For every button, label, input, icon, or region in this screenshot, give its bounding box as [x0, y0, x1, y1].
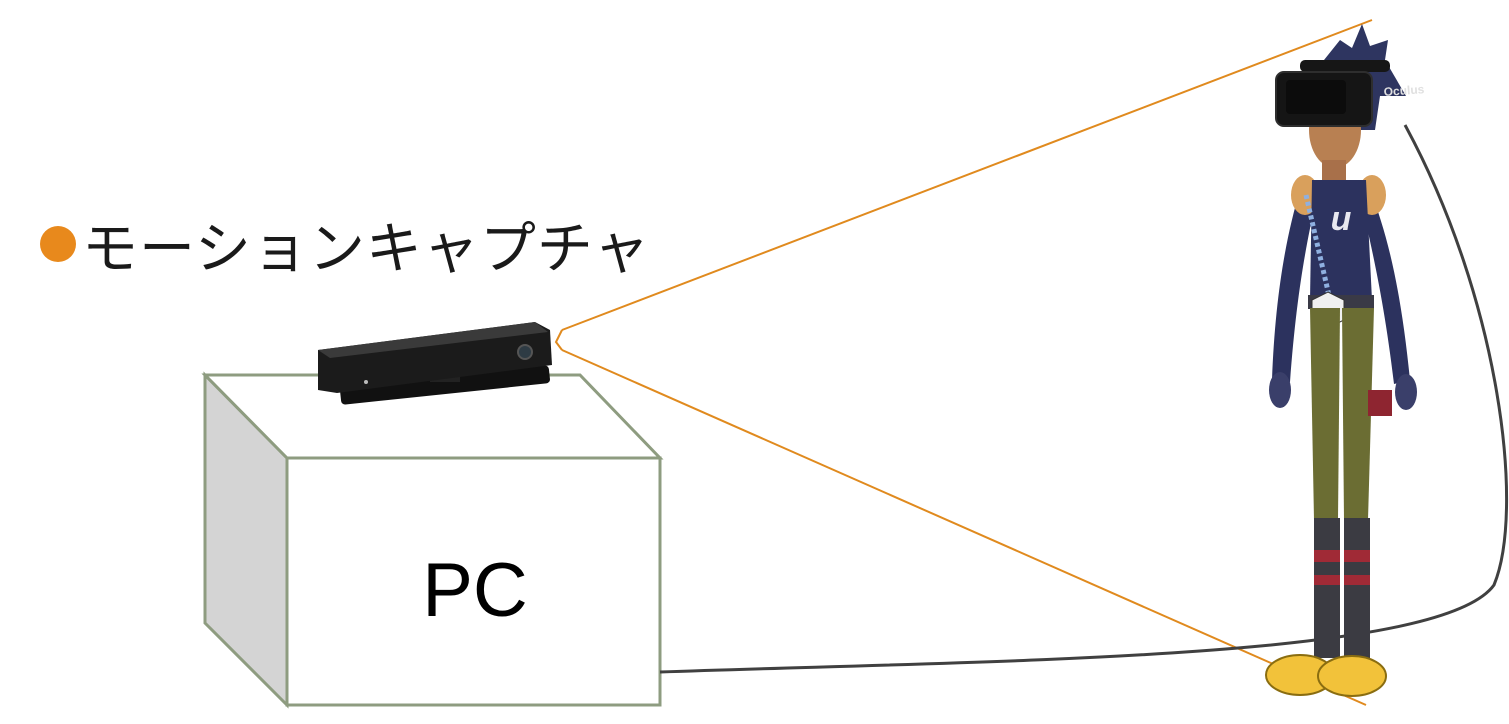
avatar-right-boot-band-2 — [1344, 575, 1370, 585]
heading-text: モーションキャプチャ — [82, 216, 651, 282]
sensor-status-light — [364, 380, 368, 384]
avatar-shirt-logo: u — [1331, 200, 1352, 238]
avatar-right-leg — [1342, 308, 1374, 520]
avatar-left-hand — [1269, 372, 1291, 408]
pc-box: PC — [201, 371, 664, 709]
avatar-right-boot-band — [1344, 550, 1370, 562]
vr-headset-strap — [1300, 60, 1390, 72]
avatar-left-arm — [1272, 190, 1315, 382]
view-line-upper — [561, 19, 1373, 331]
avatar-torso — [1310, 180, 1372, 300]
sensor-lens — [517, 344, 533, 360]
avatar-left-boot — [1314, 518, 1340, 658]
vr-headset-visor — [1286, 80, 1346, 114]
avatar-strap — [1303, 194, 1333, 301]
avatar-left-boot-band — [1314, 550, 1340, 562]
avatar-figure: u Oculus — [1265, 24, 1425, 697]
avatar-thigh-band — [1368, 390, 1392, 416]
sensor-stand-base — [340, 365, 550, 405]
avatar-left-leg — [1310, 308, 1340, 520]
cable — [659, 124, 1509, 674]
sensor-body — [318, 322, 552, 393]
sensor-view-lines — [554, 19, 1373, 706]
avatar-right-hand — [1395, 374, 1417, 410]
pc-label: PC — [422, 548, 528, 633]
avatar-left-boot-band-2 — [1314, 575, 1340, 585]
vr-headset-brand: Oculus — [1383, 82, 1425, 99]
pc-box-front-face — [285, 456, 662, 707]
view-line-apex — [554, 329, 563, 351]
sensor-top-grille — [318, 322, 548, 358]
avatar-right-shoe — [1317, 655, 1387, 697]
bullet-icon — [40, 226, 76, 262]
avatar-right-arm — [1362, 190, 1410, 384]
view-line-lower — [561, 349, 1367, 706]
section-heading: モーションキャプチャ — [40, 208, 650, 282]
depth-sensor — [318, 322, 552, 405]
avatar-right-boot — [1344, 518, 1370, 658]
